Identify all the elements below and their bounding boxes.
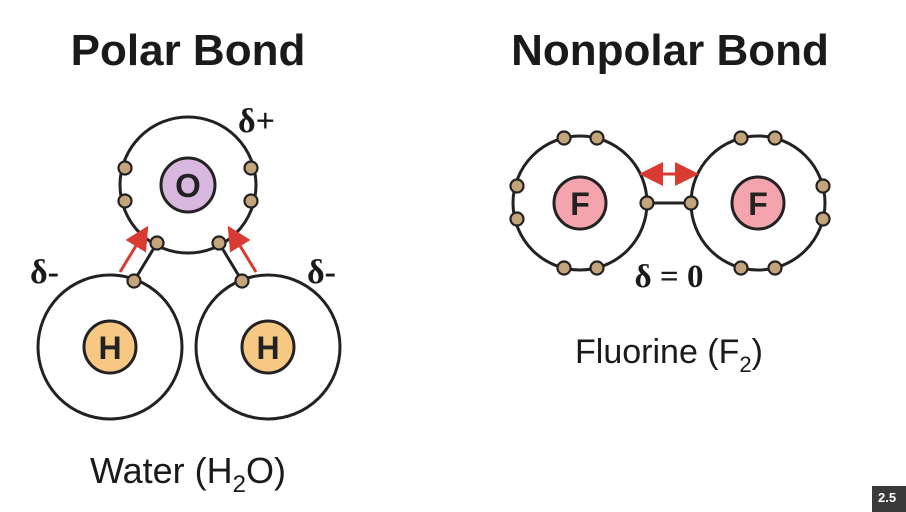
electron bbox=[117, 193, 133, 209]
fluorine-right-electrons bbox=[683, 130, 831, 276]
electron bbox=[117, 160, 133, 176]
fluorine-right-nucleus bbox=[730, 175, 786, 231]
electron bbox=[683, 195, 699, 211]
water-caption-prefix: Water (H bbox=[90, 450, 233, 491]
electron bbox=[509, 211, 525, 227]
oxygen-shell bbox=[118, 115, 258, 255]
electron bbox=[733, 130, 749, 146]
electron bbox=[589, 130, 605, 146]
water-caption-subscript: 2 bbox=[233, 471, 246, 498]
electron bbox=[211, 235, 227, 251]
fluorine-caption-subscript: 2 bbox=[739, 352, 751, 377]
oxygen-symbol: O bbox=[175, 167, 201, 204]
delta-plus-label: δ+ bbox=[238, 103, 275, 140]
oxygen-nucleus bbox=[159, 156, 217, 214]
electron bbox=[243, 160, 259, 176]
hydrogen-right-nucleus bbox=[240, 319, 296, 375]
electron bbox=[149, 235, 165, 251]
delta-zero-label: δ = 0 bbox=[635, 259, 704, 295]
electron bbox=[509, 178, 525, 194]
polar-bond-title: Polar Bond bbox=[71, 26, 306, 75]
hydrogen-left-symbol: H bbox=[98, 330, 121, 366]
electron bbox=[639, 195, 655, 211]
delta-minus-left-label: δ- bbox=[30, 254, 59, 291]
fluorine-caption-suffix: ) bbox=[752, 333, 763, 371]
nonpolar-bond-title: Nonpolar Bond bbox=[511, 26, 829, 75]
electron bbox=[815, 211, 831, 227]
electron bbox=[243, 193, 259, 209]
electron bbox=[767, 130, 783, 146]
hydrogen-right-shell bbox=[194, 273, 342, 421]
electron bbox=[234, 273, 250, 289]
fluorine-caption: Fluorine (F2) bbox=[575, 333, 763, 377]
hydrogen-electrons bbox=[126, 273, 250, 289]
polarity-arrow-left bbox=[118, 225, 149, 273]
oxygen-electrons bbox=[117, 160, 259, 251]
water-caption-suffix: O) bbox=[246, 450, 286, 491]
water-caption: Water (H2O) bbox=[90, 450, 286, 498]
electron bbox=[126, 273, 142, 289]
electron bbox=[556, 260, 572, 276]
fluorine-left-symbol: F bbox=[570, 186, 590, 222]
hydrogen-left-shell bbox=[36, 273, 184, 421]
electron bbox=[767, 260, 783, 276]
electron bbox=[589, 260, 605, 276]
electron bbox=[556, 130, 572, 146]
corner-badge: 2.5 bbox=[872, 486, 906, 512]
polarity-arrow-right bbox=[227, 225, 258, 273]
fluorine-right-symbol: F bbox=[748, 186, 768, 222]
fluorine-caption-prefix: Fluorine (F bbox=[575, 333, 739, 371]
electron bbox=[733, 260, 749, 276]
delta-minus-right-label: δ- bbox=[307, 254, 336, 291]
hydrogen-right-symbol: H bbox=[256, 330, 279, 366]
fluorine-left-electrons bbox=[509, 130, 655, 276]
hydrogen-left-nucleus bbox=[82, 319, 138, 375]
fluorine-left-nucleus bbox=[552, 175, 608, 231]
electron bbox=[815, 178, 831, 194]
